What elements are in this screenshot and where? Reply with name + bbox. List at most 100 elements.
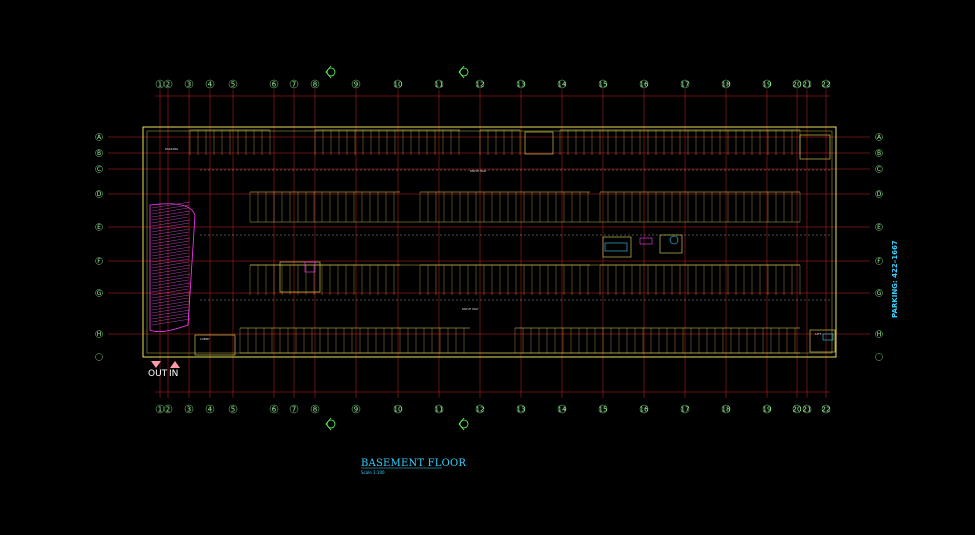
grid-label-col-2: 2 [166, 81, 170, 89]
grid-label-col-5: 5 [231, 81, 235, 89]
grid-bubble-col-17 [680, 404, 690, 414]
section-marker-bottom-2 [458, 417, 469, 431]
grid-label-col-19: 19 [763, 81, 772, 89]
grid-label-col-16: 16 [640, 406, 649, 414]
grid-label-col-3: 3 [187, 406, 191, 414]
svg-text:DRIVE WAY: DRIVE WAY [462, 307, 479, 311]
drawing-subtitle: Scale 1:100 [361, 470, 385, 475]
grid-label-row-F: F [877, 258, 881, 265]
grid-label-col-10: 10 [394, 406, 403, 414]
svg-text:DRIVE WAY: DRIVE WAY [470, 169, 487, 173]
out-arrow-icon [151, 361, 161, 368]
grid-label-col-21: 21 [803, 406, 812, 414]
grid-bubble-row-E [95, 223, 103, 231]
drawing-title: BASEMENT FLOOR [361, 458, 466, 469]
grid-bubble-row-F [875, 257, 883, 265]
grid-label-row-B: B [97, 150, 101, 157]
grid-label-row-C: C [97, 166, 101, 173]
grid-bubble-row-D [95, 190, 103, 198]
grid-label-row-D: D [877, 191, 882, 198]
grid-bubble-col-12 [475, 79, 485, 89]
grid-label-col-6: 6 [272, 81, 277, 89]
grid-label-col-1: 1 [158, 406, 162, 414]
grid-bubble-col-9 [351, 79, 361, 89]
grid-label-col-3: 3 [187, 81, 191, 89]
svg-text:LOBBY: LOBBY [200, 337, 210, 341]
grid-bubble-row-H [875, 330, 883, 338]
section-marker-top-1 [325, 65, 336, 79]
grid-bubble-col-7 [289, 404, 299, 414]
grid-bubble-col-3 [184, 79, 194, 89]
column-grid-lines: 1122334455667788991010111112121313141415… [155, 79, 831, 414]
grid-label-col-11: 11 [435, 406, 444, 414]
grid-label-col-15: 15 [599, 81, 608, 89]
grid-label-col-4: 4 [208, 406, 213, 414]
grid-label-col-18: 18 [722, 81, 731, 89]
grid-label-col-22: 22 [822, 81, 831, 89]
grid-bubble-row-A [875, 133, 883, 141]
grid-bubble-col-5 [228, 404, 238, 414]
grid-label-col-15: 15 [599, 406, 608, 414]
grid-label-col-17: 17 [681, 81, 690, 89]
grid-label-col-17: 17 [681, 406, 690, 414]
section-marker-bottom-1 [325, 417, 336, 431]
grid-label-row-G: G [97, 290, 102, 297]
grid-bubble-col-14 [557, 404, 567, 414]
entry-exit-markers: OUT IN [148, 361, 180, 379]
grid-label-col-21: 21 [803, 81, 812, 89]
grid-bubble-row-B [875, 149, 883, 157]
grid-bubble-col-8 [310, 404, 320, 414]
svg-text:LIFT: LIFT [815, 332, 821, 336]
grid-bubble-row-G [875, 289, 883, 297]
grid-bubble-col-19 [762, 79, 772, 89]
parking-stalls [189, 129, 801, 354]
equipment-markers-magenta [304, 237, 653, 273]
grid-bubble-col-14 [557, 79, 567, 89]
grid-label-row-H: H [97, 331, 102, 338]
grid-bubble-row-A [95, 133, 103, 141]
grid-label-col-12: 12 [476, 406, 485, 414]
grid-label-row-C: C [877, 166, 881, 173]
grid-bubble-col-13 [516, 79, 526, 89]
grid-bubble-row-G [95, 289, 103, 297]
grid-label-col-1: 1 [158, 81, 162, 89]
grid-label-col-13: 13 [517, 406, 526, 414]
grid-bubble-col-7 [289, 79, 299, 89]
grid-bubble-col-22 [821, 79, 831, 89]
grid-bubble-row-E [875, 223, 883, 231]
grid-label-col-22: 22 [822, 406, 831, 414]
grid-label-row-B: B [877, 150, 881, 157]
section-markers [325, 65, 469, 431]
grid-bubble-row-B [95, 149, 103, 157]
grid-bubble-col-2 [163, 404, 173, 414]
grid-bubble-col-11 [434, 79, 444, 89]
grid-label-col-19: 19 [763, 406, 772, 414]
stair-core-blocks [194, 131, 836, 356]
grid-bubble-col-12 [475, 404, 485, 414]
grid-label-col-9: 9 [354, 81, 358, 89]
svg-text:PARKING: PARKING [165, 147, 179, 151]
grid-label-col-6: 6 [272, 406, 277, 414]
grid-label-col-18: 18 [722, 406, 731, 414]
grid-label-col-9: 9 [354, 406, 358, 414]
grid-bubble-col-11 [434, 404, 444, 414]
grid-bubble-col-18 [721, 404, 731, 414]
grid-bubble-col-15 [598, 79, 608, 89]
in-label: IN [169, 369, 178, 379]
grid-bubble-col-3 [184, 404, 194, 414]
grid-label-col-8: 8 [313, 81, 317, 89]
grid-label-row-F: F [97, 258, 101, 265]
entry-ramp [149, 201, 196, 333]
grid-bubble-col-22 [821, 404, 831, 414]
grid-label-row-H: H [877, 331, 882, 338]
grid-bubble-col-18 [721, 79, 731, 89]
grid-label-col-2: 2 [166, 406, 170, 414]
grid-label-col-20: 20 [793, 406, 802, 414]
grid-bubble-row-F [95, 257, 103, 265]
parking-count-label: PARKING: 422–1667 [891, 240, 899, 318]
grid-label-col-11: 11 [435, 81, 444, 89]
in-arrow-icon [170, 361, 180, 368]
grid-bubble-col-6 [269, 404, 279, 414]
